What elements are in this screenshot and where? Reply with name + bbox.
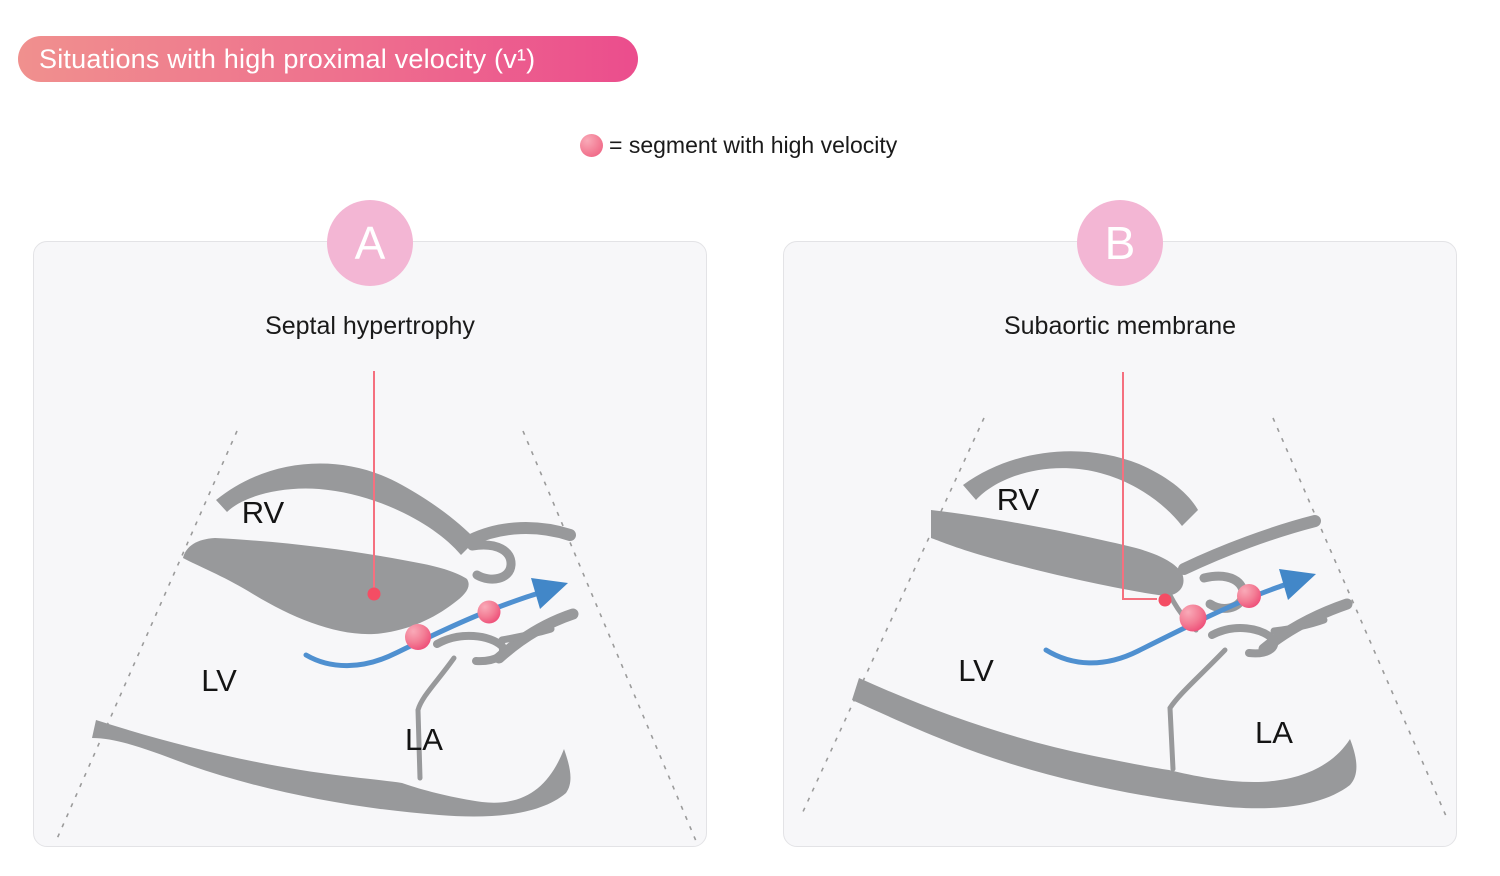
panel-a-badge: A (327, 200, 413, 286)
septum-hypertrophied (183, 538, 469, 635)
aortic-valve-lower-leaflet (1208, 624, 1279, 658)
septum-normal (931, 510, 1184, 596)
annotation-target-dot (1158, 593, 1172, 607)
rv-anterior-wall (963, 451, 1198, 526)
high-velocity-dot-1 (405, 624, 431, 650)
la-roof-branch (1270, 616, 1328, 635)
lv-posterior-wall (92, 720, 571, 817)
high-velocity-dot-2 (1237, 584, 1261, 608)
flow-arrow-head-icon (531, 578, 568, 609)
panel-b-caption: Subaortic membrane (1003, 312, 1237, 340)
label-la: LA (405, 722, 443, 757)
aortic-valve-upper-leaflet (467, 540, 516, 584)
rv-anterior-wall (216, 463, 476, 555)
flow-arrow-shaft (303, 591, 539, 669)
high-velocity-dot-icon (580, 134, 603, 157)
lv-posterior-wall (852, 678, 1357, 809)
label-lv: LV (958, 653, 994, 688)
annotation-line (1122, 372, 1157, 600)
sector-edge-left (800, 417, 985, 817)
sector-edge-left (55, 430, 238, 842)
aorta-superior-wall (1178, 515, 1321, 575)
aorta-superior-wall (465, 522, 576, 546)
sector-edge-right (1272, 417, 1447, 817)
legend-label: = segment with high velocity (609, 132, 898, 158)
page-title: Situations with high proximal velocity (… (39, 43, 536, 74)
sector-edge-right (522, 430, 697, 842)
flow-arrow-shaft (1043, 582, 1287, 666)
panel-b: B Subaortic membrane RV LV LA (783, 200, 1457, 847)
panel-b-badge: B (1077, 200, 1163, 286)
label-rv: RV (242, 495, 285, 530)
label-la: LA (1255, 715, 1293, 750)
panel-b-diagram: RV LV LA (800, 372, 1447, 817)
title-banner: Situations with high proximal velocity (… (18, 36, 638, 82)
label-rv: RV (997, 482, 1040, 517)
aortic-valve-lower-leaflet (433, 631, 508, 666)
flow-arrow-head-icon (1279, 569, 1316, 600)
annotation-target-dot (367, 587, 381, 601)
panel-a-diagram: RV LV LA (55, 371, 697, 842)
mitral-valve-line (1167, 647, 1228, 772)
label-lv: LV (201, 663, 237, 698)
panel-a-caption: Septal hypertrophy (265, 312, 475, 340)
mitral-valve-line (415, 655, 457, 781)
high-velocity-dot-1 (1179, 604, 1207, 632)
legend: = segment with high velocity (580, 132, 897, 159)
high-velocity-dot-2 (477, 600, 501, 624)
panel-a: A Septal hypertrophy (33, 200, 707, 847)
la-roof-branch (498, 625, 555, 644)
